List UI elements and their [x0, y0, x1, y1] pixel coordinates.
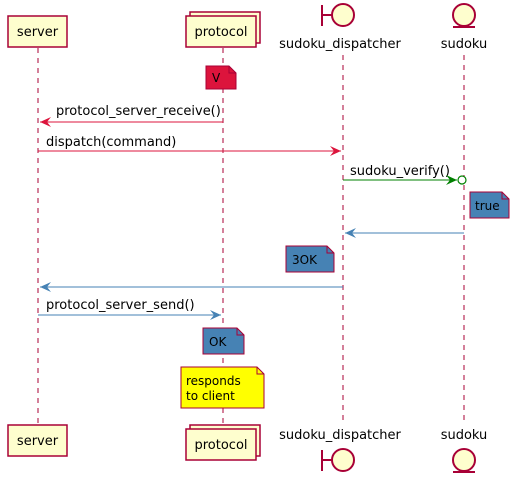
message-sudoku-verify: sudoku_verify() — [343, 164, 467, 185]
message-3-label: sudoku_verify() — [350, 164, 450, 179]
note-true: true — [469, 191, 510, 219]
note-v: V — [205, 65, 237, 90]
lifelines — [37, 48, 465, 424]
message-1-label: protocol_server_receive() — [56, 104, 221, 119]
participant-server-top: server — [7, 15, 68, 48]
message-6-label: protocol_server_send() — [46, 298, 195, 313]
message-dispatch-command: dispatch(command) — [38, 135, 341, 156]
participant-sudoku-bottom-label: sudoku — [441, 428, 488, 443]
note-ok: OK — [202, 327, 245, 355]
participant-sudoku-dispatcher-label: sudoku_dispatcher — [279, 37, 401, 52]
note-3ok-text: 3OK — [292, 253, 318, 267]
participant-protocol-bottom: protocol — [185, 424, 261, 461]
participant-server-bottom: server — [7, 424, 68, 457]
participant-sudoku-bottom: sudoku — [441, 428, 488, 473]
participant-server-bottom-label: server — [17, 434, 59, 449]
lost-message-circle — [457, 175, 467, 185]
participant-sudoku-dispatcher-bottom-label: sudoku_dispatcher — [279, 428, 401, 443]
participant-server-label: server — [17, 25, 59, 40]
note-responds-line-1: responds — [186, 374, 241, 388]
entity-icon-bottom — [452, 448, 476, 473]
participant-sudoku-top: sudoku — [441, 3, 488, 52]
boundary-icon-bottom — [321, 448, 355, 472]
participant-sudoku-label: sudoku — [441, 37, 488, 52]
note-responds-line-2: to client — [186, 389, 235, 403]
note-ok-text: OK — [209, 335, 227, 349]
participant-protocol-bottom-label: protocol — [194, 438, 247, 453]
note-responds-to-client: responds to client — [180, 366, 265, 409]
participant-protocol-label: protocol — [194, 25, 247, 40]
message-protocol-server-send: protocol_server_send() — [38, 298, 221, 320]
note-v-text: V — [212, 71, 221, 85]
message-protocol-server-receive: protocol_server_receive() — [40, 104, 223, 127]
participant-sudoku-dispatcher-top: sudoku_dispatcher — [279, 3, 402, 52]
boundary-icon — [321, 3, 355, 27]
message-2-label: dispatch(command) — [46, 135, 176, 150]
participant-sudoku-dispatcher-bottom: sudoku_dispatcher — [279, 428, 402, 472]
participant-protocol-top: protocol — [185, 11, 261, 48]
note-true-text: true — [475, 199, 500, 213]
note-3ok: 3OK — [285, 245, 335, 273]
entity-icon — [452, 3, 476, 28]
